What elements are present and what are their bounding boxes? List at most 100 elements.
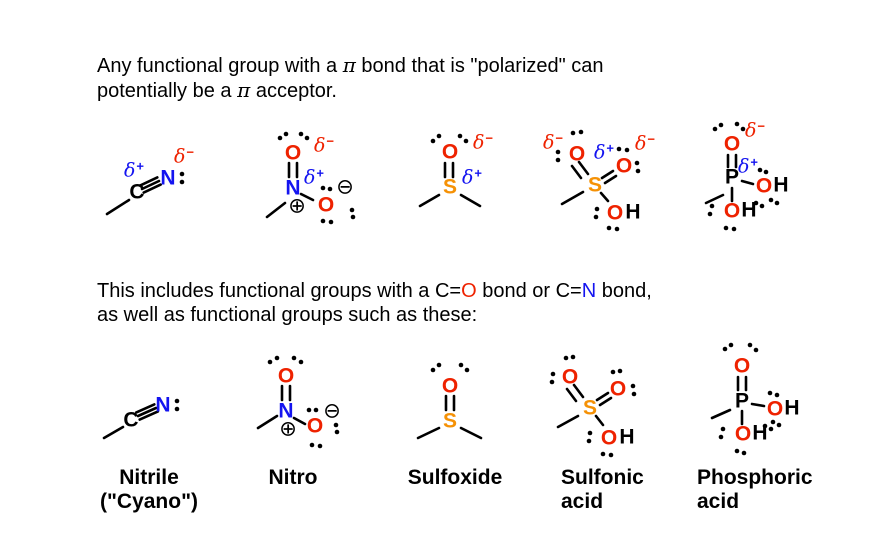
nitrogen-atom: N bbox=[155, 393, 171, 417]
oxygen-atom: O bbox=[723, 199, 741, 223]
hydrogen-atom: H bbox=[784, 396, 800, 420]
delta-minus: δ− bbox=[174, 146, 194, 167]
intro-text: potentially be a bbox=[97, 80, 238, 102]
delta-minus: δ− bbox=[543, 132, 563, 153]
plus-sup: + bbox=[136, 158, 145, 174]
oxygen-letter: O bbox=[461, 280, 477, 302]
oxygen-atom: O bbox=[306, 414, 324, 438]
plus-sup: + bbox=[316, 165, 325, 181]
minus-sup: − bbox=[485, 130, 494, 146]
oxygen-atom: O bbox=[733, 354, 751, 378]
oxygen-atom: O bbox=[755, 174, 773, 198]
label-phosphoric-acid: Phosphoric acid bbox=[697, 466, 813, 514]
pi-symbol: π bbox=[342, 53, 356, 77]
minus-sup: − bbox=[555, 130, 564, 146]
delta-char: δ bbox=[472, 131, 485, 154]
delta-minus: δ− bbox=[635, 133, 655, 154]
delta-plus: δ+ bbox=[738, 156, 758, 177]
delta-char: δ bbox=[542, 131, 555, 154]
pi-symbol: π bbox=[237, 78, 251, 102]
label-nitrile: Nitrile ("Cyano") bbox=[100, 466, 198, 514]
intro-text: bond that is "polarized" can bbox=[355, 55, 604, 77]
label-line: Sulfoxide bbox=[407, 466, 503, 489]
intro-paragraph: Any functional group with a π bond that … bbox=[97, 53, 604, 103]
label-nitro: Nitro bbox=[269, 466, 318, 490]
label-sulfoxide: Sulfoxide bbox=[408, 466, 503, 490]
label-line: acid bbox=[561, 490, 604, 513]
label-line: Nitrile bbox=[119, 466, 179, 489]
sulfur-atom: S bbox=[442, 409, 458, 433]
oxygen-atom: O bbox=[441, 140, 459, 164]
oxygen-atom: O bbox=[723, 132, 741, 156]
middle-text: bond or C= bbox=[476, 280, 582, 302]
minus-sup: − bbox=[757, 118, 766, 134]
middle-paragraph: This includes functional groups with a C… bbox=[97, 279, 652, 327]
label-line: Phosphoric bbox=[697, 466, 813, 489]
oxygen-atom: O bbox=[568, 142, 586, 166]
plus-charge-icon: ⊕ bbox=[279, 416, 297, 441]
sulfur-atom: S bbox=[587, 173, 603, 197]
oxygen-atom: O bbox=[277, 364, 295, 388]
hydrogen-atom: H bbox=[773, 173, 789, 197]
delta-minus: δ− bbox=[745, 120, 765, 141]
minus-charge-icon: ⊖ bbox=[323, 398, 341, 423]
delta-char: δ bbox=[173, 145, 186, 168]
hydrogen-atom: H bbox=[752, 421, 768, 445]
oxygen-atom: O bbox=[609, 377, 627, 401]
minus-sup: − bbox=[326, 133, 335, 149]
delta-char: δ bbox=[303, 166, 316, 189]
oxygen-atom: O bbox=[615, 154, 633, 178]
oxygen-atom: O bbox=[734, 422, 752, 446]
nitrogen-atom: N bbox=[285, 176, 301, 200]
hydrogen-atom: H bbox=[625, 200, 641, 224]
oxygen-atom: O bbox=[561, 365, 579, 389]
plus-sup: + bbox=[474, 165, 483, 181]
oxygen-atom: O bbox=[284, 141, 302, 165]
nitrogen-atom: N bbox=[160, 166, 176, 190]
label-line: ("Cyano") bbox=[99, 490, 199, 513]
delta-plus: δ+ bbox=[304, 167, 324, 188]
hydrogen-atom: H bbox=[619, 425, 635, 449]
delta-char: δ bbox=[634, 132, 647, 155]
oxygen-atom: O bbox=[606, 201, 624, 225]
minus-sup: − bbox=[647, 131, 656, 147]
intro-text: acceptor. bbox=[250, 80, 337, 102]
delta-plus: δ+ bbox=[594, 142, 614, 163]
delta-char: δ bbox=[461, 166, 474, 189]
minus-sup: − bbox=[186, 144, 195, 160]
phosphorus-atom: P bbox=[734, 389, 750, 413]
delta-plus: δ+ bbox=[124, 160, 144, 181]
oxygen-atom: O bbox=[766, 397, 784, 421]
nitrogen-atom: N bbox=[278, 399, 294, 423]
carbon-atom: C bbox=[129, 180, 145, 204]
label-sulfonic-acid: Sulfonic acid bbox=[561, 466, 644, 514]
plus-sup: + bbox=[750, 154, 759, 170]
delta-minus: δ− bbox=[314, 135, 334, 156]
delta-char: δ bbox=[737, 155, 750, 178]
phosphorus-atom: P bbox=[724, 165, 740, 189]
intro-text: Any functional group with a bbox=[97, 55, 343, 77]
minus-charge-icon: ⊖ bbox=[336, 174, 354, 199]
intro-line-2: potentially be a π acceptor. bbox=[97, 78, 604, 103]
oxygen-atom: O bbox=[317, 193, 335, 217]
oxygen-atom: O bbox=[441, 374, 459, 398]
delta-char: δ bbox=[744, 119, 757, 142]
intro-line-1: Any functional group with a π bond that … bbox=[97, 53, 604, 78]
label-line: Nitro bbox=[268, 466, 318, 489]
middle-text: bond, bbox=[596, 280, 652, 302]
delta-char: δ bbox=[313, 134, 326, 157]
middle-line-1: This includes functional groups with a C… bbox=[97, 279, 652, 303]
middle-text: This includes functional groups with a C… bbox=[97, 280, 462, 302]
oxygen-atom: O bbox=[600, 426, 618, 450]
delta-minus: δ− bbox=[473, 132, 493, 153]
hydrogen-atom: H bbox=[741, 198, 757, 222]
middle-line-2: as well as functional groups such as the… bbox=[97, 304, 478, 326]
label-line: acid bbox=[697, 490, 740, 513]
delta-char: δ bbox=[593, 141, 606, 164]
plus-sup: + bbox=[606, 140, 615, 156]
delta-char: δ bbox=[123, 159, 136, 182]
nitrogen-letter: N bbox=[581, 280, 597, 302]
carbon-atom: C bbox=[123, 408, 139, 432]
plus-charge-icon: ⊕ bbox=[288, 193, 306, 218]
